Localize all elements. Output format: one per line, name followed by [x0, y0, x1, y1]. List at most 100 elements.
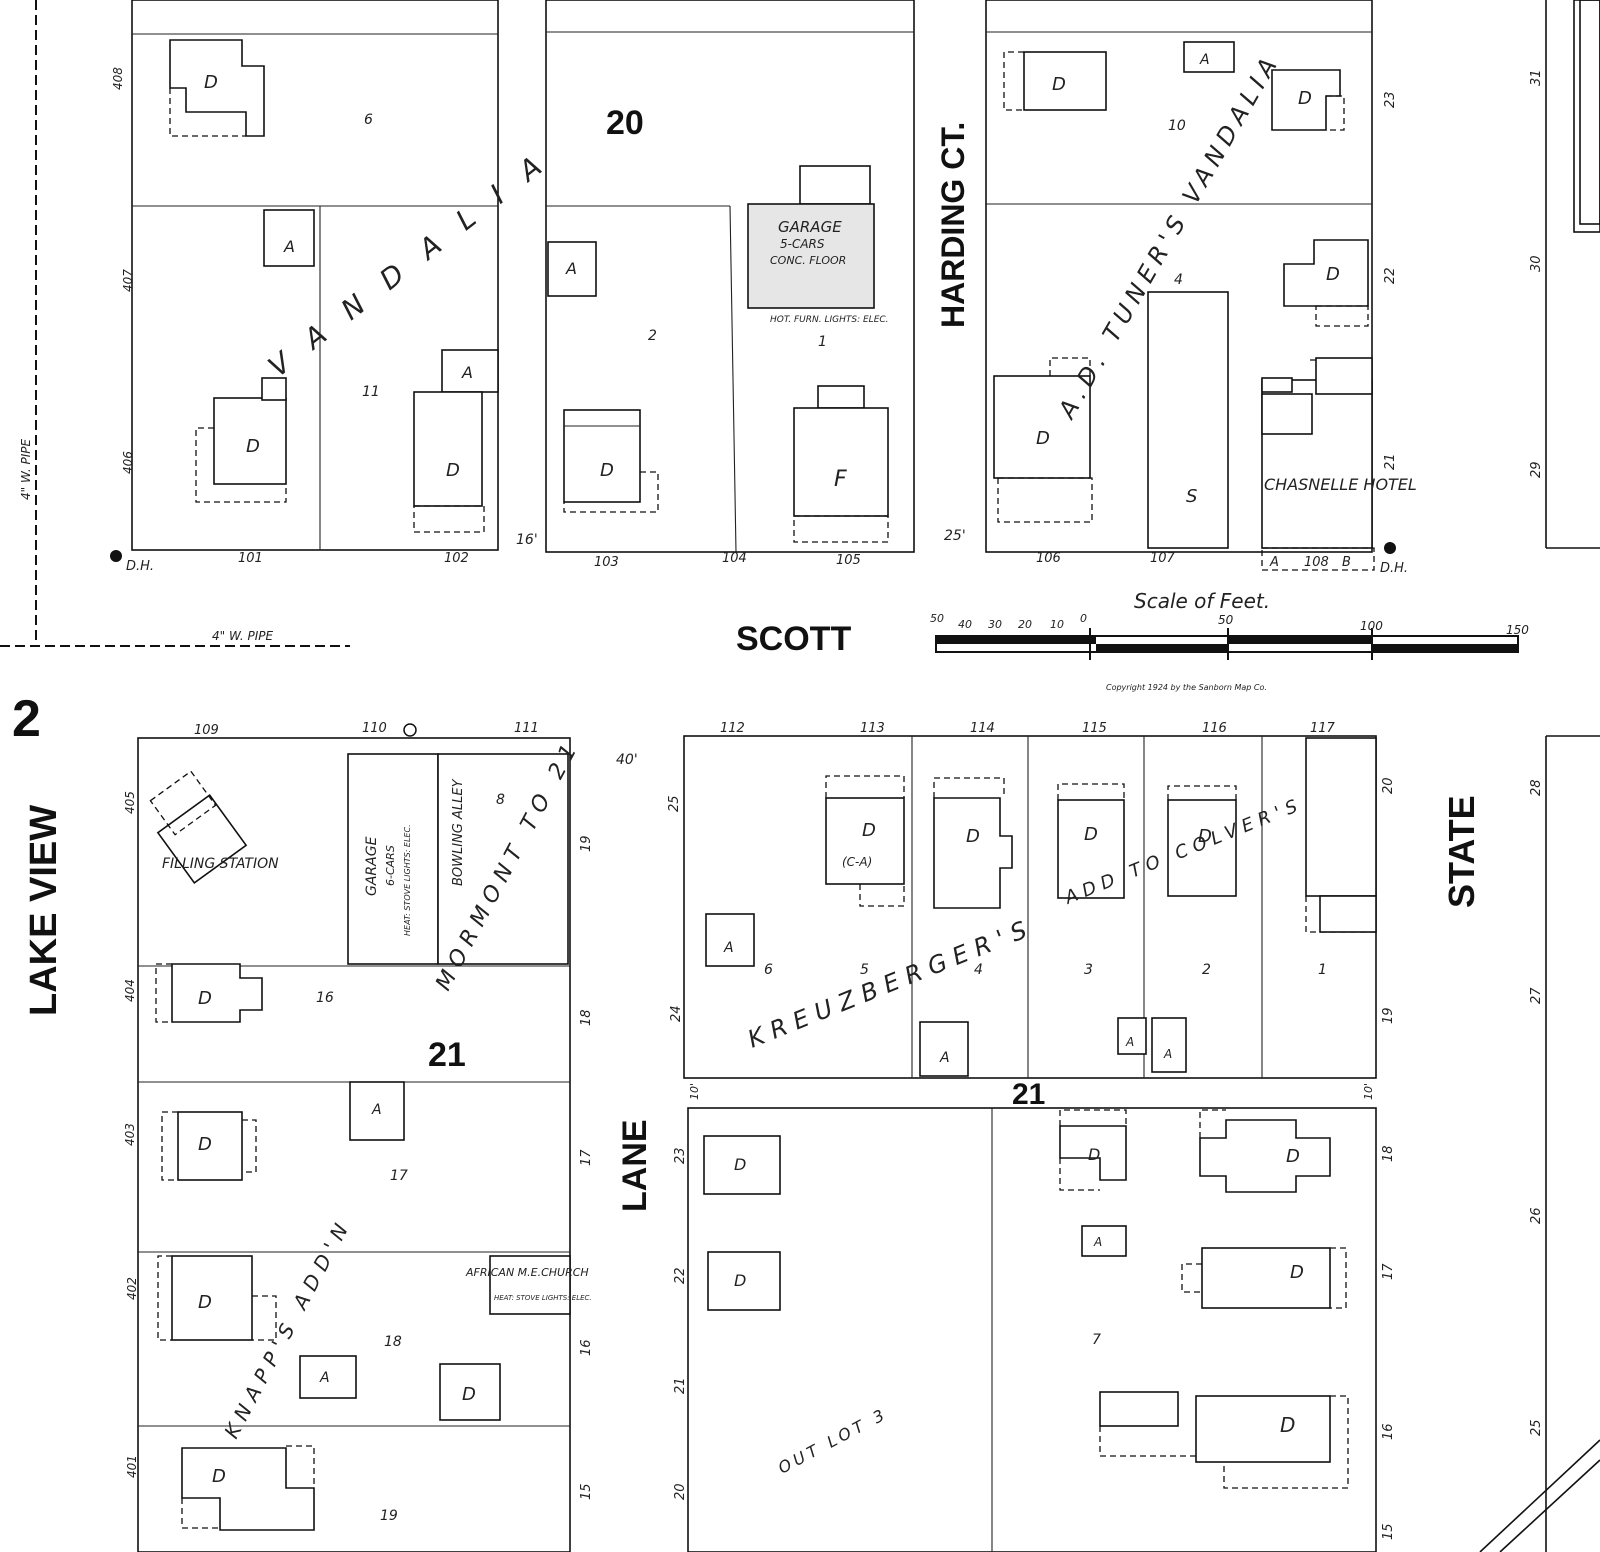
buildings-bottom-left	[149, 753, 571, 1531]
label-d: D	[1280, 1413, 1295, 1437]
block-top-middle	[545, 0, 915, 553]
label-d: D	[862, 820, 876, 841]
garage-bottom-building	[347, 753, 439, 965]
sheet-number: 2	[12, 690, 41, 748]
lot-number: 2	[648, 328, 657, 344]
house-number: 108	[1304, 555, 1329, 570]
lot-number: 6	[764, 962, 773, 978]
lot-number: 6	[364, 112, 373, 128]
label-d: D	[600, 460, 614, 481]
house-number: 22	[673, 1267, 688, 1284]
scale-bar	[935, 628, 1519, 660]
church-label: AFRICAN M.E.CHURCH	[465, 1266, 589, 1279]
house-number: 27	[1529, 987, 1544, 1004]
house-number: 16	[1381, 1423, 1396, 1440]
label-a: A	[723, 940, 734, 956]
house-number: 23	[1383, 91, 1398, 108]
street-harding-ct: HARDING CT.	[935, 122, 971, 328]
lot-number: 7	[1092, 1332, 1101, 1348]
house-number: 404	[123, 979, 137, 1002]
scale-tick: 40	[958, 618, 972, 631]
house-number: 17	[579, 1149, 594, 1166]
house-number: 16	[579, 1339, 594, 1356]
scale-title: Scale of Feet.	[1134, 589, 1270, 613]
lot-number: 3	[1084, 962, 1093, 978]
scale-tick: 50	[1218, 613, 1234, 627]
hydrant-left	[110, 550, 122, 562]
garage-top-cars: 5-CARS	[780, 237, 825, 251]
house-number: 112	[720, 721, 745, 736]
label-a: A	[1093, 1235, 1102, 1249]
lot-number: 5	[860, 962, 869, 978]
bowling-alley-label: BOWLING ALLEY	[451, 778, 466, 886]
garage-top-floor: CONC. FLOOR	[770, 254, 846, 267]
house-number: 405	[123, 791, 137, 814]
label-f: F	[834, 467, 847, 492]
house-number: 21	[673, 1377, 688, 1394]
house-number: 18	[579, 1009, 594, 1026]
house-number: 109	[194, 723, 219, 738]
garage-bottom-label: GARAGE	[364, 836, 380, 896]
house-number: 111	[514, 721, 539, 736]
lot-number: 1	[818, 334, 827, 350]
label-d: D	[212, 1466, 226, 1487]
house-number: 22	[1383, 267, 1398, 284]
house-number: 113	[860, 721, 885, 736]
house-number: 103	[594, 555, 619, 570]
buildings-top-left	[169, 39, 499, 533]
copyright: Copyright 1924 by the Sanborn Map Co.	[1106, 683, 1267, 692]
label-a: A	[1199, 52, 1210, 68]
house-number: 26	[1529, 1207, 1544, 1224]
label-d: D	[1286, 1146, 1300, 1167]
label-d: D	[1088, 1145, 1100, 1164]
block-number-21-b: 21	[1012, 1078, 1045, 1111]
house-number: 25	[1529, 1419, 1544, 1436]
scale-tick: 10	[1050, 618, 1064, 631]
label-a: A	[1163, 1047, 1172, 1061]
house-number: 20	[1381, 777, 1396, 794]
label-pipe-vertical: 4" W. PIPE	[19, 439, 33, 500]
garage-top-notes: HOT. FURN. LIGHTS: ELEC.	[770, 315, 889, 325]
buildings-top-middle	[547, 165, 889, 543]
block-lines	[131, 0, 1600, 1552]
label-d: D	[246, 436, 260, 457]
house-number: 31	[1529, 69, 1544, 86]
house-number: 25	[667, 795, 682, 812]
hydrant-right	[1384, 542, 1396, 554]
label-pipe-horizontal: 4" W. PIPE	[212, 629, 273, 643]
lot-number: 4	[1174, 272, 1183, 288]
house-number: 407	[121, 269, 135, 292]
house-number: 106	[1036, 551, 1061, 566]
block-bottom-right-lower	[687, 1107, 1377, 1552]
house-number: 403	[123, 1123, 137, 1146]
garage-top-label: GARAGE	[778, 218, 842, 236]
filling-station-label: FILLING STATION	[162, 856, 279, 872]
label-d: D	[1198, 826, 1212, 847]
label-c-a: (C-A)	[842, 855, 872, 869]
label-a: A	[939, 1050, 950, 1066]
scale-tick: 150	[1506, 623, 1529, 637]
house-number: 117	[1310, 721, 1336, 736]
scale-tick: 0	[1080, 612, 1087, 625]
label-s: S	[1186, 486, 1197, 507]
lot-number: 16	[316, 990, 334, 1006]
label-d: D	[204, 72, 218, 93]
label-a: A	[1125, 1035, 1134, 1049]
street-lake-view: LAKE VIEW	[23, 805, 65, 1016]
garage-top-building	[747, 203, 875, 309]
house-number: 23	[673, 1147, 688, 1164]
block-top-right	[985, 0, 1373, 553]
water-pipes	[0, 0, 350, 647]
dimension: 40'	[616, 752, 638, 768]
house-number: 114	[970, 721, 995, 736]
house-number: 17	[1381, 1263, 1396, 1280]
house-number: 29	[1529, 461, 1544, 478]
label-b: B	[1342, 555, 1351, 570]
street-lane: LANE	[616, 1119, 654, 1212]
bowling-alley-building	[437, 753, 569, 965]
house-number: 19	[579, 835, 594, 852]
house-number: 105	[836, 553, 861, 568]
label-d: D	[198, 988, 212, 1009]
label-d: D	[734, 1271, 746, 1290]
